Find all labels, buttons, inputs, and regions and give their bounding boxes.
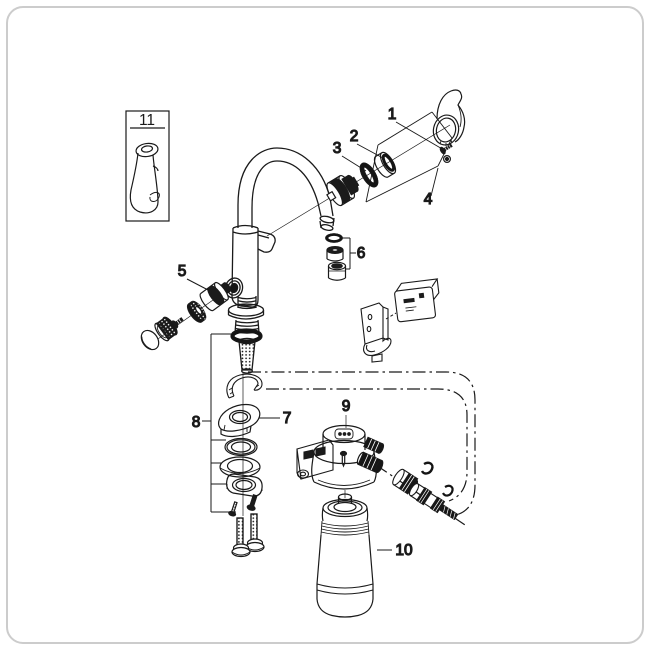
callout-10: 10 <box>395 542 413 559</box>
flange-screw-right <box>246 494 258 511</box>
part-5-check-valve-set: 5 <box>140 262 232 351</box>
callout-6: 6 <box>357 245 366 262</box>
mousseur-insert <box>326 246 344 262</box>
head-bracket <box>296 439 334 480</box>
cartridge-rib-band <box>320 520 370 536</box>
part-11-spare-handle: 11 <box>125 110 170 222</box>
retainer-clip-1 <box>420 461 434 475</box>
spout-inner <box>251 160 322 228</box>
wall-hook-bracket <box>360 302 392 363</box>
filter-head: 9 <box>296 397 385 490</box>
valve-adapter <box>408 483 459 521</box>
explosion-axes <box>147 124 451 516</box>
head-port-upper <box>363 436 385 454</box>
mounting-hardware: 8 7 <box>191 333 292 558</box>
part-7-mounting-triangle <box>218 403 261 438</box>
callout-4: 4 <box>424 191 433 208</box>
page-frame <box>6 6 644 644</box>
faucet-body <box>224 147 335 374</box>
adapter-nut <box>392 468 419 495</box>
filter-cartridge: 10 <box>316 493 414 618</box>
mounting-studs <box>231 513 265 558</box>
flat-washer <box>219 456 261 478</box>
cap-ring <box>373 151 397 178</box>
seal-ring <box>359 162 379 188</box>
flow-restrictor <box>186 300 207 323</box>
callout-1: 1 <box>388 106 397 123</box>
retainer-clip-2 <box>442 484 454 497</box>
aerator-housing <box>327 261 347 281</box>
callout-8: 8 <box>192 414 201 431</box>
control-box <box>394 278 440 323</box>
part-6-mousseur-set: 6 <box>325 233 366 281</box>
handle-screw <box>439 143 453 155</box>
hose-fittings <box>392 461 459 521</box>
wall-bracket-and-box <box>360 278 440 363</box>
bracket-8 <box>202 333 236 513</box>
head-port-lower <box>356 451 384 474</box>
callout-11: 11 <box>139 112 155 129</box>
callout-2: 2 <box>350 128 359 145</box>
spout-tip <box>319 215 335 231</box>
cartridge <box>326 174 360 207</box>
strainer-screen <box>238 337 256 374</box>
perforated-basket <box>154 316 178 342</box>
head-screw <box>339 450 348 468</box>
head-top-mark <box>334 428 354 440</box>
callout-7: 7 <box>283 410 292 427</box>
end-cap <box>140 329 160 351</box>
hose-guide <box>226 373 263 399</box>
base-flange <box>226 473 263 517</box>
handle-lug <box>257 230 276 253</box>
handle-cartridge-group: 1 2 3 4 <box>326 89 466 209</box>
callout-5: 5 <box>178 263 187 280</box>
flange-screw-left <box>228 501 238 517</box>
screw-cap <box>443 155 452 164</box>
valve-screw <box>171 317 184 329</box>
spout-outer <box>237 147 334 228</box>
check-valve <box>199 281 232 312</box>
callout-3: 3 <box>333 140 342 157</box>
callout-9: 9 <box>342 398 351 415</box>
lever-handle <box>432 89 466 146</box>
o-ring-washer <box>224 437 258 457</box>
